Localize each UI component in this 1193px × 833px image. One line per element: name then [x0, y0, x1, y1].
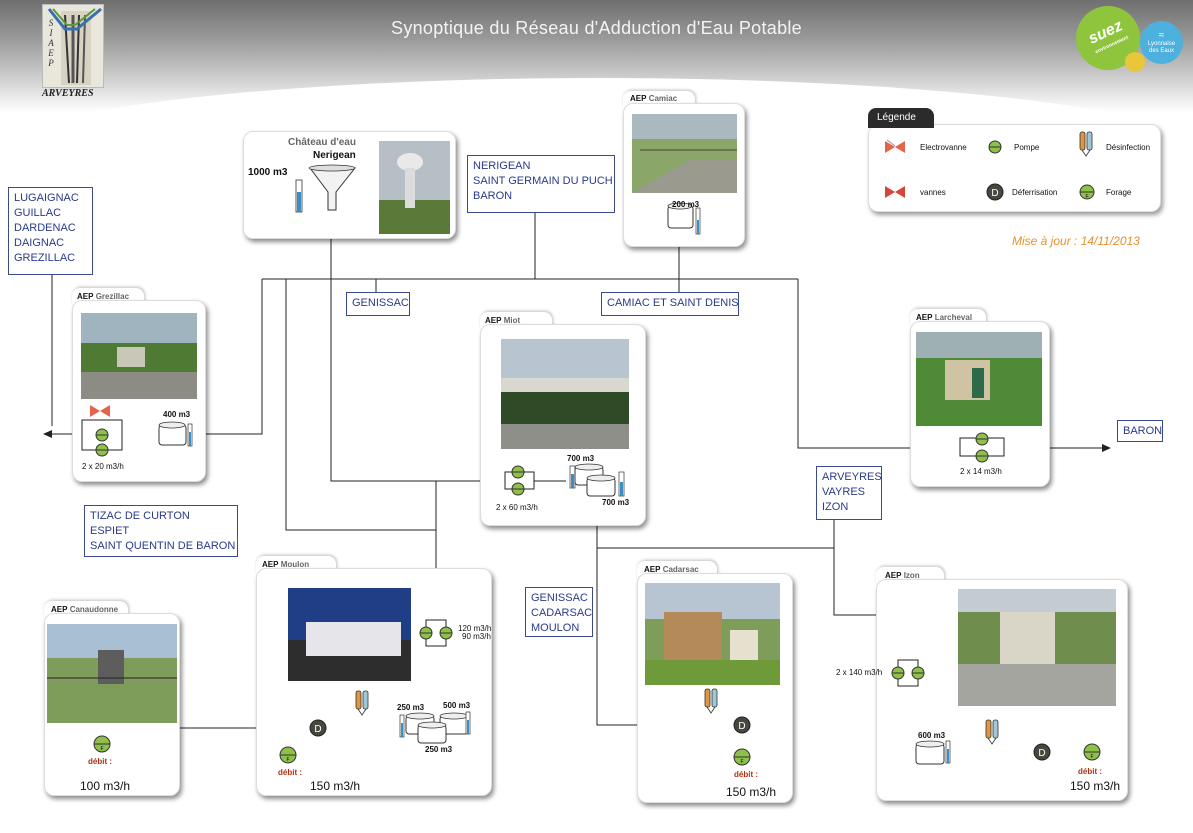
moulon-volume-c: 250 m3	[425, 745, 453, 754]
larcheval-pumps: 2 x 14 m3/h	[960, 467, 1002, 476]
commune-baron-1: BARON	[473, 190, 513, 202]
grezillac-title: AEP Grezillac	[77, 292, 130, 301]
commune-saint-germain-du-puch: SAINT GERMAIN DU PUCH	[473, 175, 613, 187]
siaep-logo-text: ARVEYRES	[42, 88, 94, 99]
moulon-title: AEP Moulon	[262, 560, 310, 569]
commune-vayres: VAYRES	[822, 486, 865, 498]
cadarsac-debit-label: débit :	[734, 770, 758, 779]
commune-box-baron: BARON	[1117, 420, 1163, 442]
legend-label-electrovanne: Electrovanne	[920, 143, 967, 152]
commune-saint-quentin-de-baron: SAINT QUENTIN DE BARON	[90, 540, 236, 552]
pipe-to-tizac	[285, 279, 436, 531]
legend-panel	[868, 124, 1161, 212]
grezillac-volume: 400 m3	[163, 410, 191, 419]
miot-title: AEP Miot	[485, 316, 521, 325]
siaep-logo-graphic	[47, 7, 102, 85]
siaep-logo-vertical-text: SIAEP	[46, 18, 56, 68]
commune-baron-2: BARON	[1123, 425, 1163, 437]
moulon-volume-a: 250 m3	[397, 703, 425, 712]
header-banner	[0, 0, 1193, 158]
chateau-volume: 1000 m3	[248, 167, 288, 178]
legend-label-desinfection: Désinfection	[1106, 143, 1151, 152]
grezillac-card	[72, 300, 206, 482]
commune-camiac-et-saint-denis: CAMIAC ET SAINT DENIS	[607, 297, 739, 309]
izon-title: AEP Izon	[885, 571, 920, 580]
moulon-debit-label: débit :	[278, 768, 302, 777]
moulon-pumps-a: 120 m3/h	[458, 624, 492, 633]
lyonnaise-wave-icon: ≈	[1158, 30, 1165, 41]
miot-pumps: 2 x 60 m3/h	[496, 503, 538, 512]
commune-espiet: ESPIET	[90, 525, 130, 537]
siaep-logo-frame	[42, 4, 104, 88]
siaep-logo: SIAEP ARVEYRES	[42, 4, 104, 100]
commune-dardenac: DARDENAC	[14, 222, 76, 234]
commune-arveyres: ARVEYRES	[822, 471, 882, 483]
moulon-volume-b: 500 m3	[443, 701, 471, 710]
grezillac-pumps: 2 x 20 m3/h	[82, 462, 124, 471]
chateau-title: Château d'eau	[288, 137, 356, 148]
commune-lugaignac: LUGAIGNAC	[14, 192, 79, 204]
commune-box-arveyres: ARVEYRES VAYRES IZON	[816, 466, 882, 520]
commune-box-tizac: TIZAC DE CURTON ESPIET SAINT QUENTIN DE …	[84, 505, 238, 557]
canaudonne-debit-label: débit :	[88, 757, 112, 766]
canaudonne-debit-value: 100 m3/h	[80, 779, 131, 793]
izon-debit-value: 150 m3/h	[1070, 779, 1121, 793]
camiac-volume: 200 m3	[672, 200, 700, 209]
moulon-card	[256, 568, 492, 796]
pipe-chateau-miot	[330, 210, 505, 482]
suez-logo-dot	[1125, 52, 1145, 72]
commune-tizac-de-curton: TIZAC DE CURTON	[90, 510, 190, 522]
izon-volume: 600 m3	[918, 731, 946, 740]
update-date: Mise à jour : 14/11/2013	[1012, 234, 1140, 248]
legend-label-deferrisation: Déferrisation	[1012, 188, 1058, 197]
moulon-pumps-b: 90 m3/h	[462, 632, 491, 641]
commune-box-lugaignac: LUGAIGNAC GUILLAC DARDENAC DAIGNAC GREZI…	[8, 187, 93, 275]
commune-box-camiac: CAMIAC ET SAINT DENIS	[601, 292, 739, 316]
cadarsac-card	[637, 573, 793, 803]
commune-grezillac: GREZILLAC	[14, 252, 76, 264]
commune-genissac-2: GENISSAC	[531, 592, 588, 604]
commune-cadarsac: CADARSAC	[531, 607, 593, 619]
legend-label-forage: Forage	[1106, 188, 1132, 197]
cadarsac-title: AEP Cadarsac	[644, 565, 699, 574]
commune-guillac: GUILLAC	[14, 207, 62, 219]
camiac-title: AEP Camiac	[630, 94, 678, 103]
camiac-card	[623, 103, 745, 247]
legend-title: Légende	[868, 108, 934, 128]
legend-label-vannes: vannes	[920, 188, 946, 197]
pipe-to-grezillac	[190, 279, 263, 435]
lyonnaise-logo: ≈ Lyonnaise des Eaux	[1140, 21, 1183, 64]
commune-box-genissac-cadarsac: GENISSAC CADARSAC MOULON	[525, 587, 593, 637]
izon-pumps: 2 x 140 m3/h	[836, 668, 883, 677]
canaudonne-card	[44, 613, 180, 796]
commune-nerigean: NERIGEAN	[473, 160, 531, 172]
commune-box-nerigean: NERIGEAN SAINT GERMAIN DU PUCH BARON	[467, 155, 615, 213]
miot-volume-1: 700 m3	[567, 454, 595, 463]
commune-box-genissac: GENISSAC	[346, 292, 410, 316]
larcheval-title: AEP Larcheval	[916, 313, 973, 322]
chateau-name: Nerigean	[313, 150, 356, 161]
page-title: Synoptique du Réseau d'Adduction d'Eau P…	[391, 18, 802, 38]
canaudonne-title: AEP Canaudonne	[51, 605, 119, 614]
moulon-debit-value: 150 m3/h	[310, 779, 361, 793]
commune-izon: IZON	[822, 501, 849, 513]
miot-card	[480, 324, 646, 526]
lyonnaise-logo-text: Lyonnaise des Eaux	[1147, 41, 1176, 54]
commune-daignac: DAIGNAC	[14, 237, 65, 249]
larcheval-card	[910, 321, 1050, 487]
commune-genissac-1: GENISSAC	[352, 297, 409, 309]
commune-moulon: MOULON	[531, 622, 580, 634]
legend-label-pompe: Pompe	[1014, 143, 1040, 152]
miot-volume-2: 700 m3	[602, 498, 630, 507]
cadarsac-debit-value: 150 m3/h	[726, 785, 777, 799]
izon-debit-label: débit :	[1078, 767, 1102, 776]
